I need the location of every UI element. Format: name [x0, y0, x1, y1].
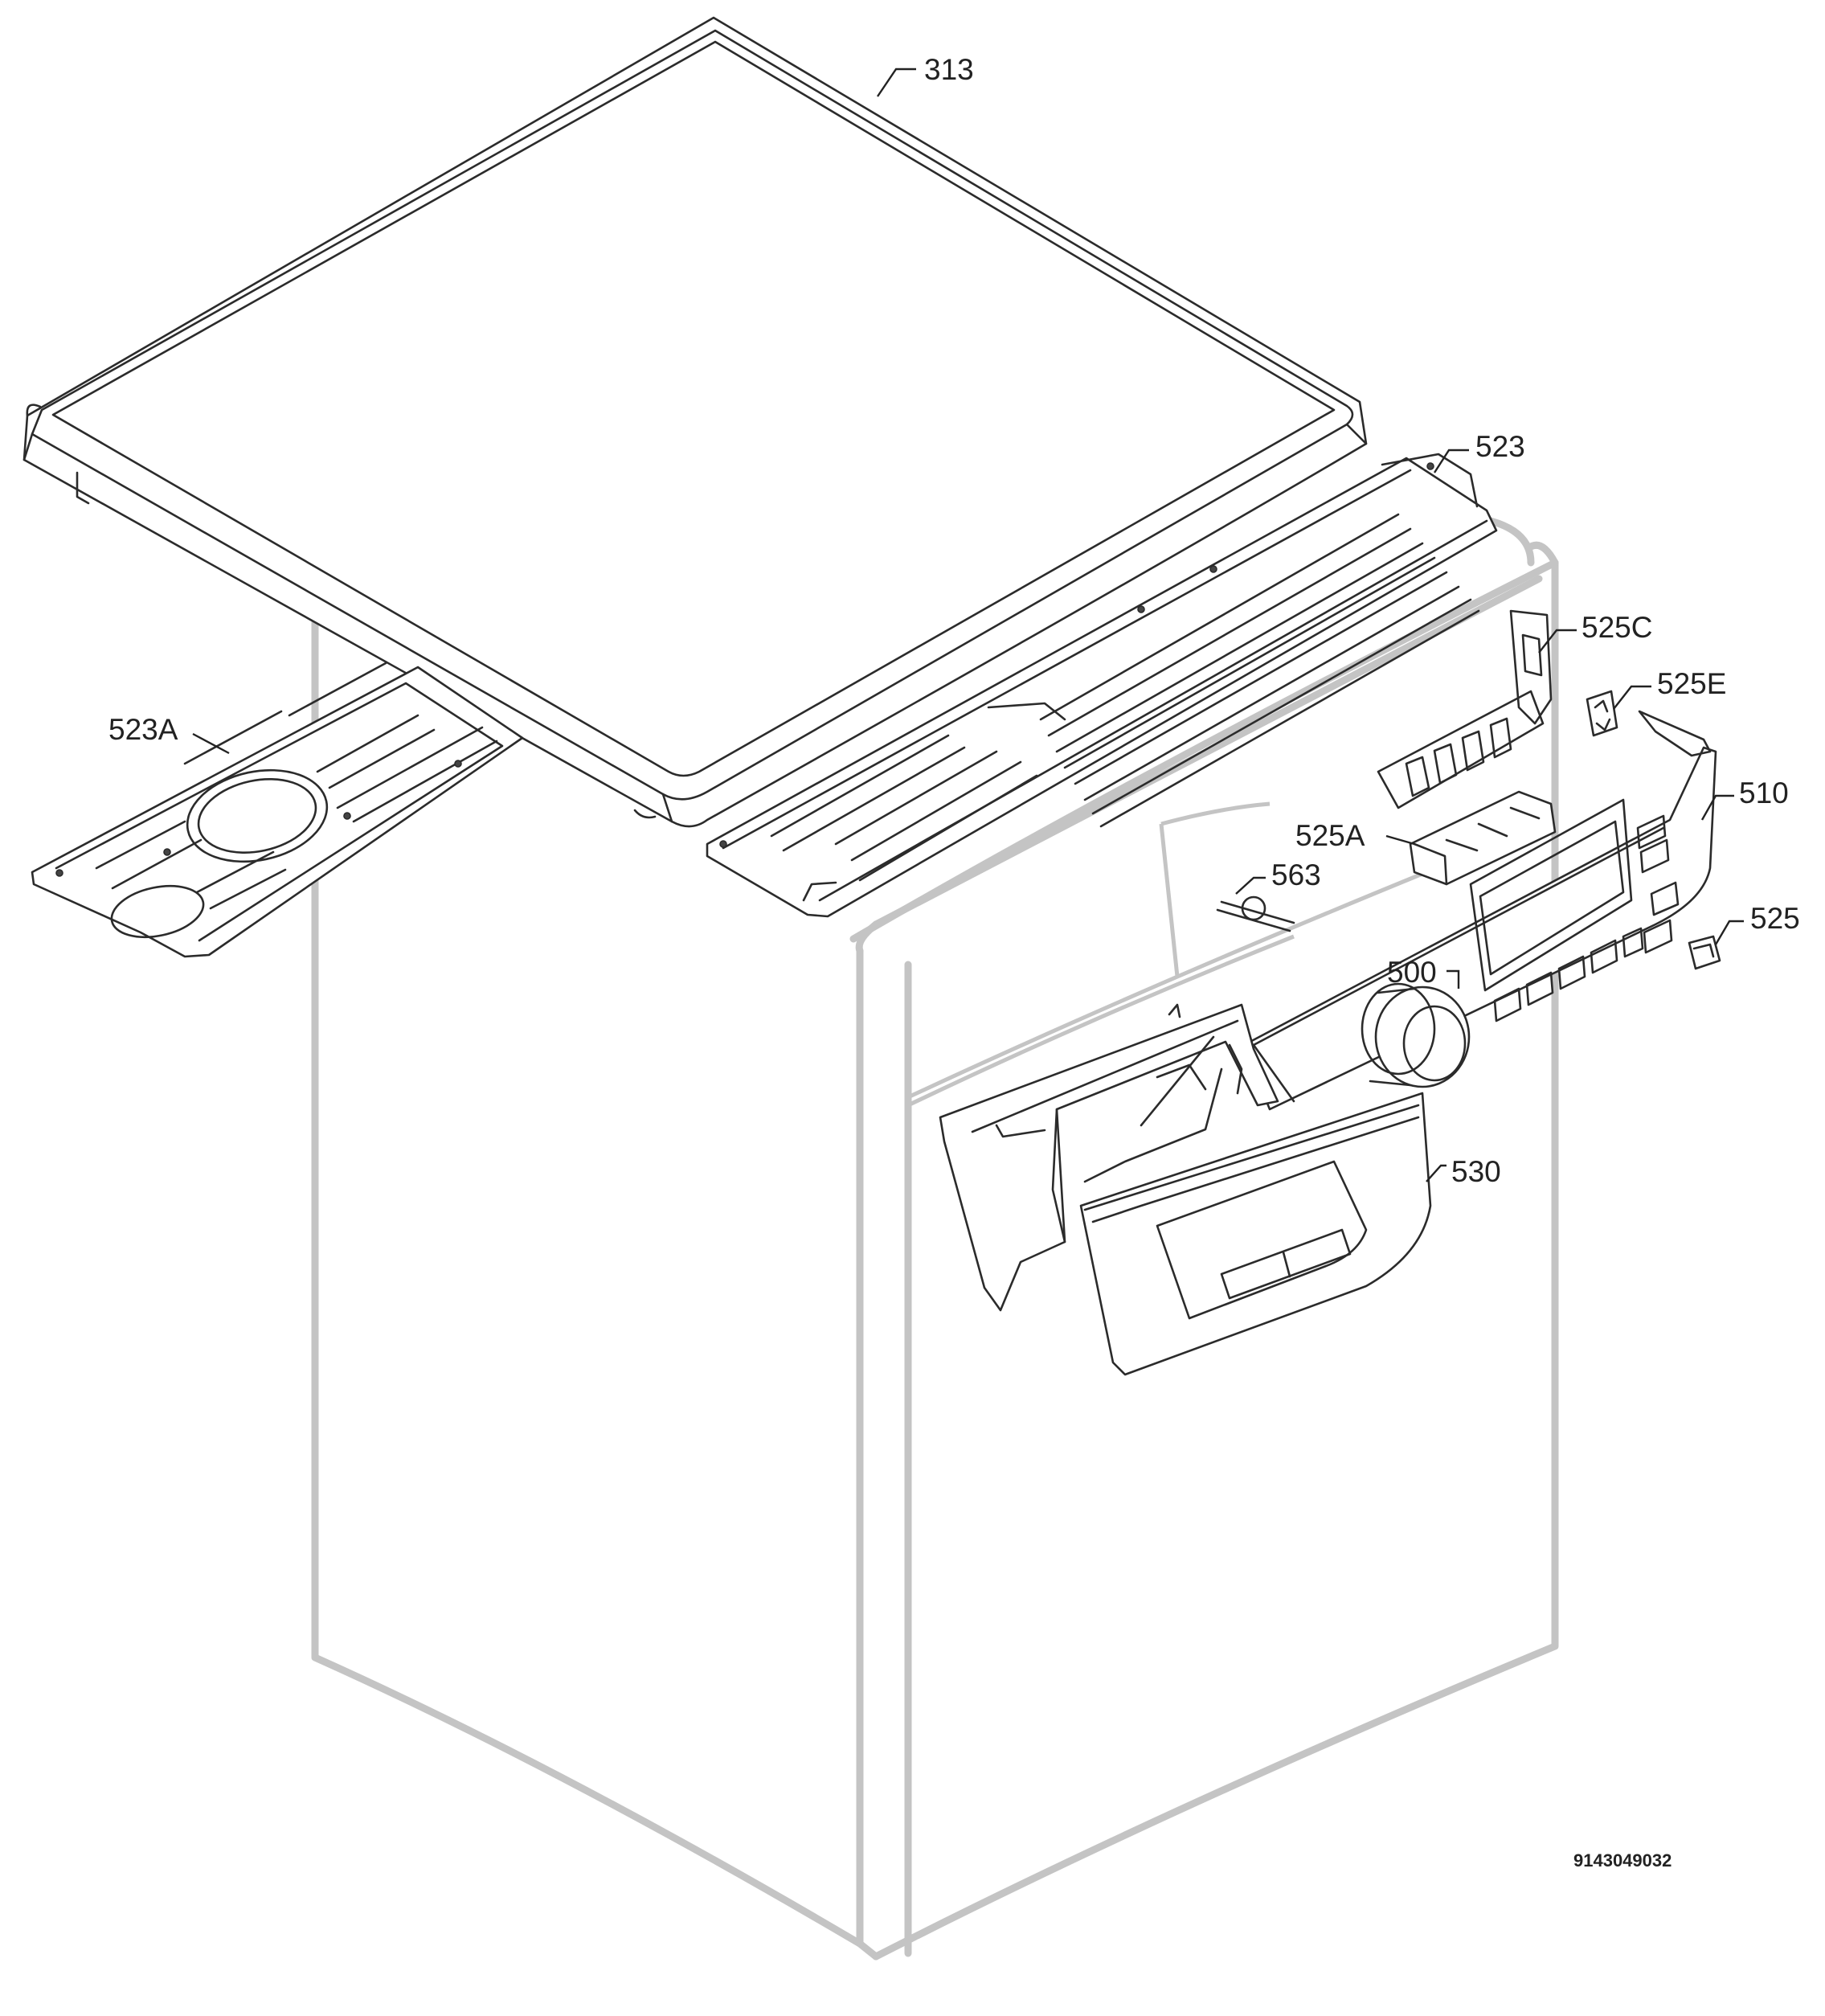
part-525a-button-block: [1409, 790, 1557, 886]
part-labels: 313 523 523A 525C 525E 510 525A 563 525 …: [108, 53, 1800, 1188]
label-530: 530: [1451, 1155, 1501, 1188]
document-number: 9143049032: [1573, 1850, 1672, 1871]
label-525e: 525E: [1657, 667, 1726, 700]
label-510: 510: [1739, 776, 1789, 809]
part-510-control-panel: [1242, 710, 1717, 1111]
part-500-knob: [1361, 982, 1471, 1088]
part-525e-button: [1586, 690, 1618, 737]
part-525c-button-strip: [1377, 609, 1553, 809]
label-313: 313: [924, 53, 974, 86]
part-313-top-lid: [23, 16, 1368, 828]
label-523: 523: [1475, 430, 1525, 463]
label-563: 563: [1271, 858, 1321, 891]
label-525a: 525A: [1295, 819, 1365, 852]
label-523a: 523A: [108, 713, 178, 746]
leader-lines: [192, 68, 1744, 1182]
dispenser-frame: [939, 1003, 1279, 1312]
label-500: 500: [1387, 956, 1437, 989]
part-523-right-rail: [706, 453, 1498, 918]
label-525: 525: [1750, 902, 1800, 935]
label-525c: 525C: [1582, 611, 1652, 644]
part-563-pin: [1216, 895, 1295, 932]
part-523a-left-rail: [31, 662, 524, 958]
part-525-switch: [1688, 935, 1721, 970]
part-530-drawer: [1079, 1092, 1432, 1376]
